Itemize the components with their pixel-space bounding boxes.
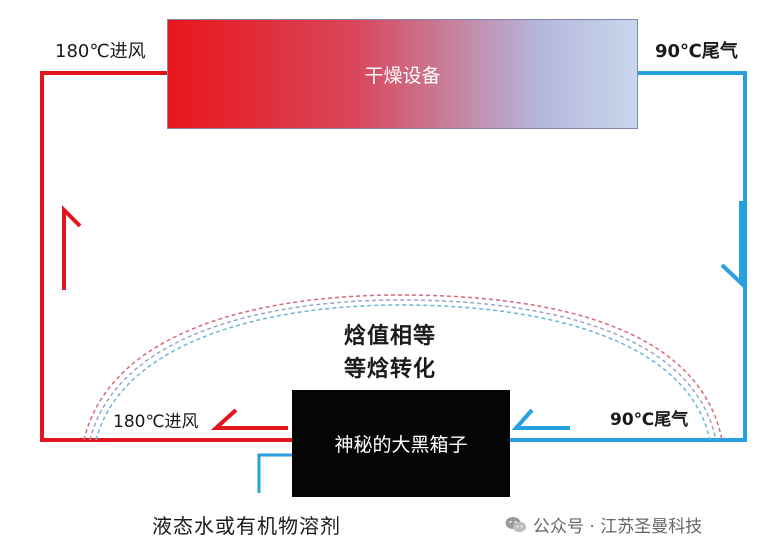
black-box: 神秘的大黑箱子 <box>292 390 510 497</box>
dashed-arc-middle <box>89 299 717 441</box>
bottom-left-inlet-label: 180℃进风 <box>113 412 199 432</box>
left-arrow-icon <box>210 408 288 430</box>
drying-equipment-label: 干燥设备 <box>364 64 441 87</box>
up-arrow-icon <box>62 205 82 290</box>
bottom-right-exhaust-label: 90℃尾气 <box>610 410 689 430</box>
dashed-arc-inner <box>95 304 711 441</box>
left-arrow-icon <box>511 408 570 430</box>
down-arrow-icon <box>720 201 743 288</box>
top-left-inlet-label: 180℃进风 <box>55 41 146 62</box>
dashed-arc-outer <box>83 294 723 441</box>
isenthalpic-conversion-label: 等焓转化 <box>343 357 436 382</box>
cool-air-line <box>510 71 747 442</box>
top-right-exhaust-label: 90℃尾气 <box>655 41 738 62</box>
wechat-icon <box>505 516 526 532</box>
solvent-line <box>257 453 292 493</box>
black-box-label: 神秘的大黑箱子 <box>334 434 468 456</box>
watermark-text: 公众号 · 江苏圣曼科技 <box>533 517 703 537</box>
hot-air-line <box>40 71 292 442</box>
solvent-label: 液态水或有机物溶剂 <box>152 514 341 538</box>
enthalpy-equal-label: 焓值相等 <box>343 324 436 349</box>
drying-equipment-box: 干燥设备 <box>167 19 638 129</box>
watermark: 公众号 · 江苏圣曼科技 <box>505 512 702 537</box>
